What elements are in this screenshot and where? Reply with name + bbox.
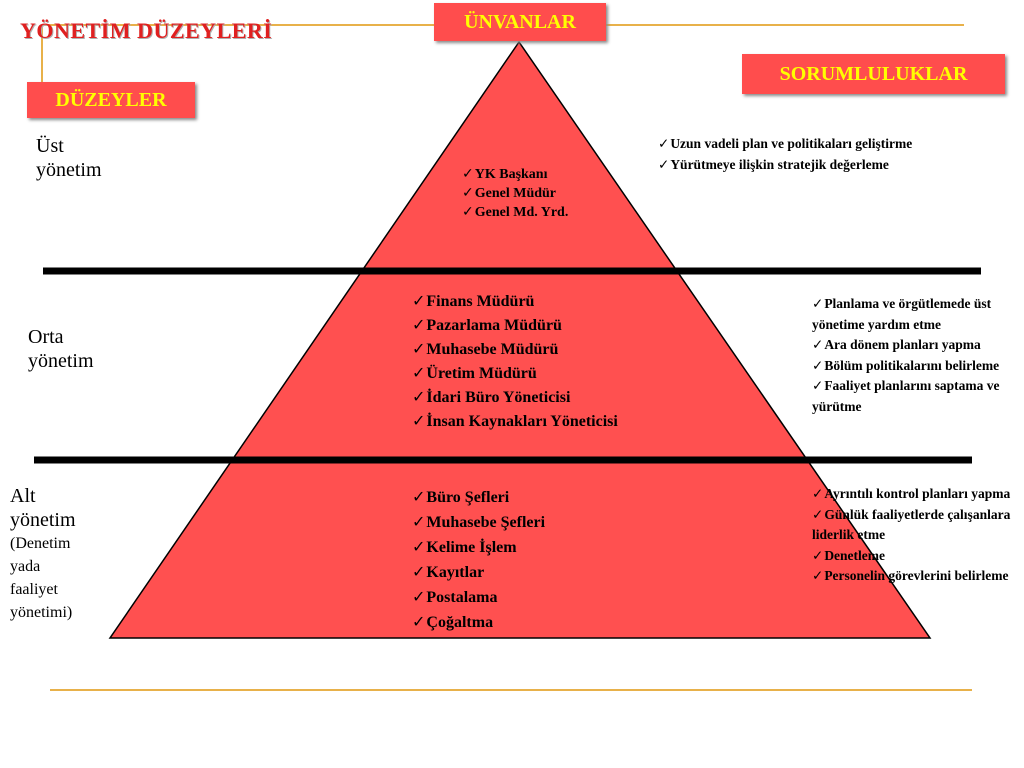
level-lower-name: Alt yönetim (Denetim yada faaliyet yönet… (10, 484, 76, 624)
title-item: Büro Şefleri (412, 485, 545, 510)
level-lower-titles: Büro Şefleri Muhasebe Şefleri Kelime İşl… (412, 485, 545, 635)
title-item: Genel Md. Yrd. (462, 203, 569, 222)
header-titles: ÜNVANLAR (434, 3, 606, 41)
level-middle-name: Orta yönetim (28, 325, 94, 373)
level-upper-titles: YK Başkanı Genel Müdür Genel Md. Yrd. (462, 165, 569, 222)
title-item: Muhasebe Müdürü (412, 337, 618, 361)
responsibility-item: Personelin görevlerini belirleme (812, 566, 1012, 587)
level-lower-note-line: faaliyet (10, 581, 58, 598)
responsibility-item: Ayrıntılı kontrol planları yapma (812, 484, 1012, 505)
responsibility-item: Günlük faaliyetlerde çalışanlara liderli… (812, 505, 1012, 546)
title-item: Üretim Müdürü (412, 361, 618, 385)
title-item: YK Başkanı (462, 165, 568, 184)
responsibility-item: Bölüm politikalarını belirleme (812, 356, 1017, 377)
header-levels: DÜZEYLER (27, 82, 195, 118)
level-lower-note-line: (Denetim (10, 535, 71, 552)
level-middle-name-line2: yönetim (28, 350, 94, 372)
title-item: Çoğaltma (412, 610, 545, 635)
title-item: Muhasebe Şefleri (412, 510, 545, 535)
title-item: İdari Büro Yöneticisi (412, 385, 618, 409)
level-lower-note-line: yönetimi) (10, 604, 73, 621)
title-item: Pazarlama Müdürü (412, 313, 618, 337)
level-middle-name-line1: Orta (28, 326, 64, 348)
level-lower-name-line1: Alt (10, 485, 36, 507)
title-item: İnsan Kaynakları Yöneticisi (412, 409, 617, 433)
title-item: Postalama (412, 585, 545, 610)
responsibility-item: Faaliyet planlarını saptama ve yürütme (812, 376, 1017, 417)
title-item: Finans Müdürü (412, 289, 618, 313)
level-middle-titles: Finans Müdürü Pazarlama Müdürü Muhasebe … (412, 289, 618, 433)
level-upper-name-line1: Üst (36, 135, 64, 157)
responsibility-item: Denetleme (812, 546, 1012, 567)
level-upper-name: Üst yönetim (36, 134, 102, 182)
level-lower-responsibilities: Ayrıntılı kontrol planları yapma Günlük … (812, 484, 1012, 587)
level-upper-name-line2: yönetim (36, 159, 102, 181)
responsibility-item: Yürütmeye ilişkin stratejik değerleme (658, 155, 1008, 176)
slide-title: YÖNETİM DÜZEYLERİ (20, 18, 273, 43)
level-lower-name-line2: yönetim (10, 509, 76, 531)
responsibility-item: Planlama ve örgütlemede üst yönetime yar… (812, 294, 1017, 335)
header-responsibilities: SORUMLULUKLAR (742, 54, 1005, 94)
title-item: Kayıtlar (412, 560, 545, 585)
level-lower-note-line: yada (10, 558, 41, 575)
responsibility-item: Uzun vadeli plan ve politikaları gelişti… (658, 134, 1008, 155)
responsibility-item: Ara dönem planları yapma (812, 335, 1017, 356)
title-item: Genel Müdür (462, 184, 568, 203)
level-upper-responsibilities: Uzun vadeli plan ve politikaları gelişti… (658, 134, 1008, 175)
level-middle-responsibilities: Planlama ve örgütlemede üst yönetime yar… (812, 294, 1017, 417)
title-item: Kelime İşlem (412, 535, 545, 560)
